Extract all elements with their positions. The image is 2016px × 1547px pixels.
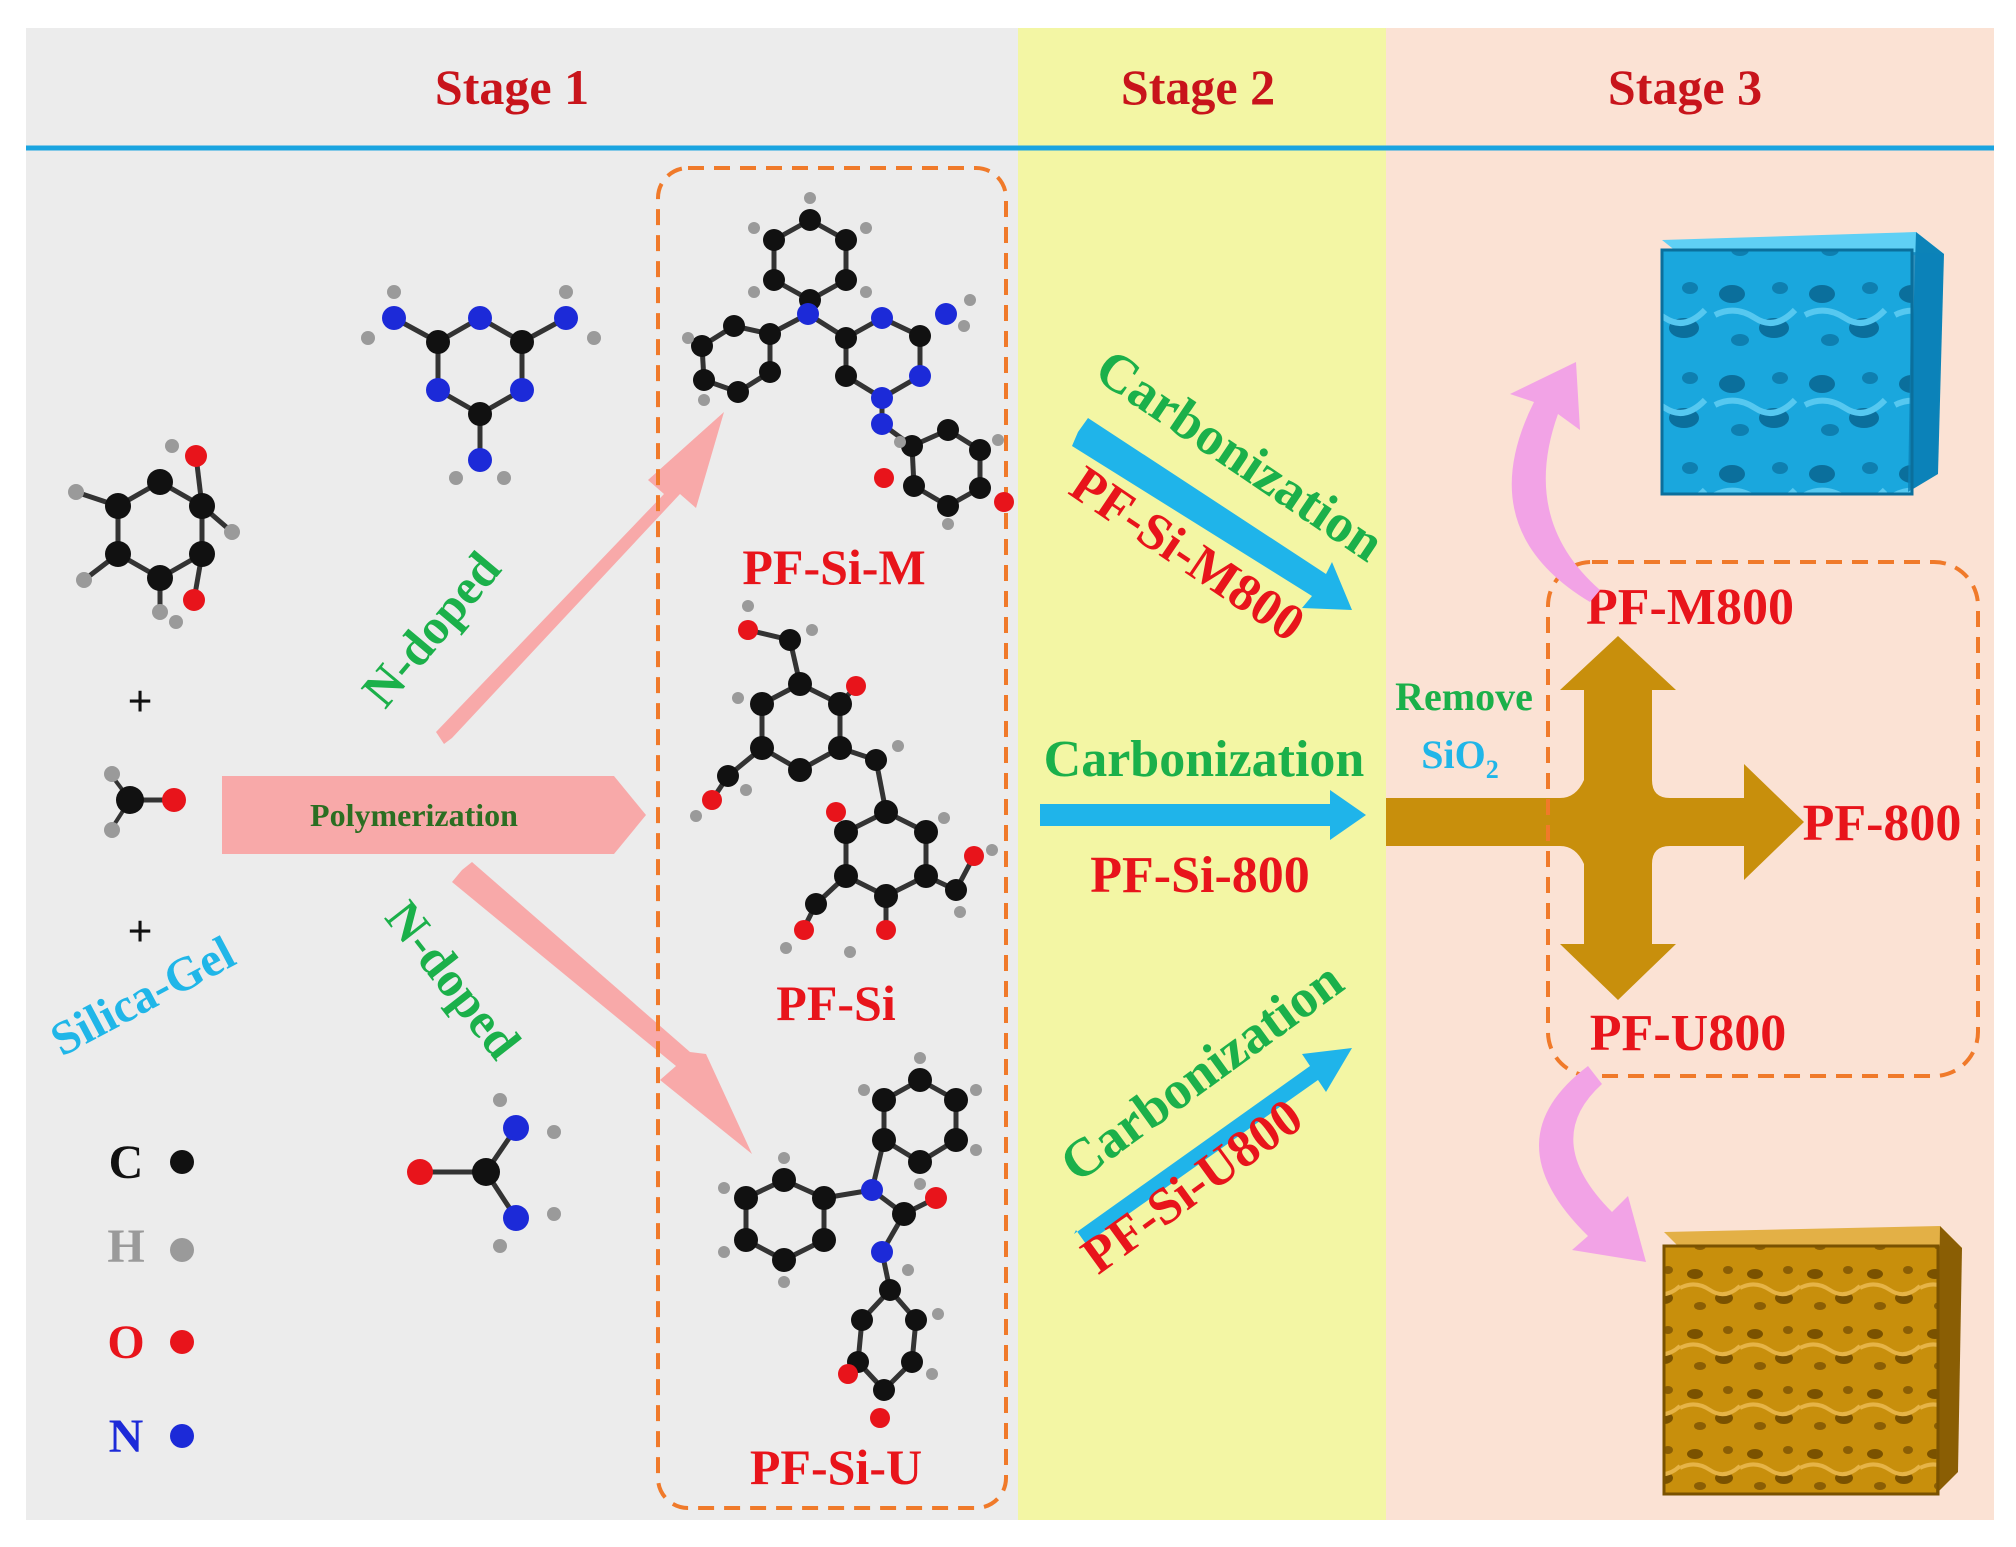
stage1-panel <box>26 28 1018 1520</box>
sio2-subscript: 2 <box>1486 755 1499 784</box>
porous-carbon-cube-icon-blue <box>1660 232 1944 496</box>
curved-arrow-to-blue-foam <box>1510 362 1600 602</box>
resorcinol-molecule-icon <box>68 439 240 629</box>
n-doped-arrow-up <box>436 412 724 744</box>
hydrogen-dot-icon <box>170 1238 194 1262</box>
n-doped-arrow-down <box>452 862 752 1154</box>
polymerization-label: Polymerization <box>310 797 518 833</box>
output-pf-800: PF-800 <box>1803 795 1962 852</box>
output-pf-m800: PF-M800 <box>1586 579 1794 636</box>
product-pf-si-m: PF-Si-M <box>742 539 925 595</box>
product-pf-si-u: PF-Si-U <box>750 1439 922 1495</box>
legend-symbol-carbon: C <box>109 1136 144 1189</box>
stage1-title: Stage 1 <box>435 59 589 115</box>
plus-sign-2: + <box>127 907 152 956</box>
pf-si-m-molecule-icon <box>682 192 1014 530</box>
carbonization-label-middle: Carbonization <box>1044 731 1365 788</box>
sio2-label: SiO2 <box>1421 732 1498 784</box>
product-pf-si: PF-Si <box>776 975 896 1031</box>
carbonization-arrow-middle <box>1040 790 1366 840</box>
legend-symbol-nitrogen: N <box>109 1410 144 1463</box>
urea-molecule-icon <box>407 1093 561 1253</box>
product-pf-si-800: PF-Si-800 <box>1090 847 1310 904</box>
porous-carbon-cube-icon-gold <box>1662 1226 1962 1496</box>
nitrogen-dot-icon <box>170 1424 194 1448</box>
legend-symbol-oxygen: O <box>107 1316 144 1369</box>
pf-si-u-molecule-icon <box>718 1052 982 1428</box>
stage2-title: Stage 2 <box>1121 59 1275 115</box>
atom-legend: C H O N <box>107 1136 194 1463</box>
curved-arrow-to-gold-foam <box>1539 1066 1646 1262</box>
carbon-dot-icon <box>170 1150 194 1174</box>
products-dashed-box <box>656 166 1008 1510</box>
remove-label: Remove <box>1395 674 1533 719</box>
sio2-species: SiO <box>1421 732 1485 777</box>
carbonization-arrow-top <box>1072 418 1352 610</box>
polymerization-arrow <box>222 776 646 854</box>
pf-si-molecule-icon <box>690 600 998 958</box>
stage3-title: Stage 3 <box>1608 59 1762 115</box>
oxygen-dot-icon <box>170 1330 194 1354</box>
output-pf-u800: PF-U800 <box>1590 1005 1786 1062</box>
melamine-molecule-icon <box>361 285 601 485</box>
formaldehyde-molecule-icon <box>104 766 186 838</box>
legend-symbol-hydrogen: H <box>107 1220 144 1273</box>
stage2-panel <box>1018 28 1386 1520</box>
carbonization-arrow-bottom <box>1074 1048 1352 1244</box>
plus-sign-1: + <box>127 677 152 726</box>
remove-sio2-branch-arrow <box>1386 636 1804 1000</box>
outputs-dashed-box <box>1546 560 1980 1078</box>
